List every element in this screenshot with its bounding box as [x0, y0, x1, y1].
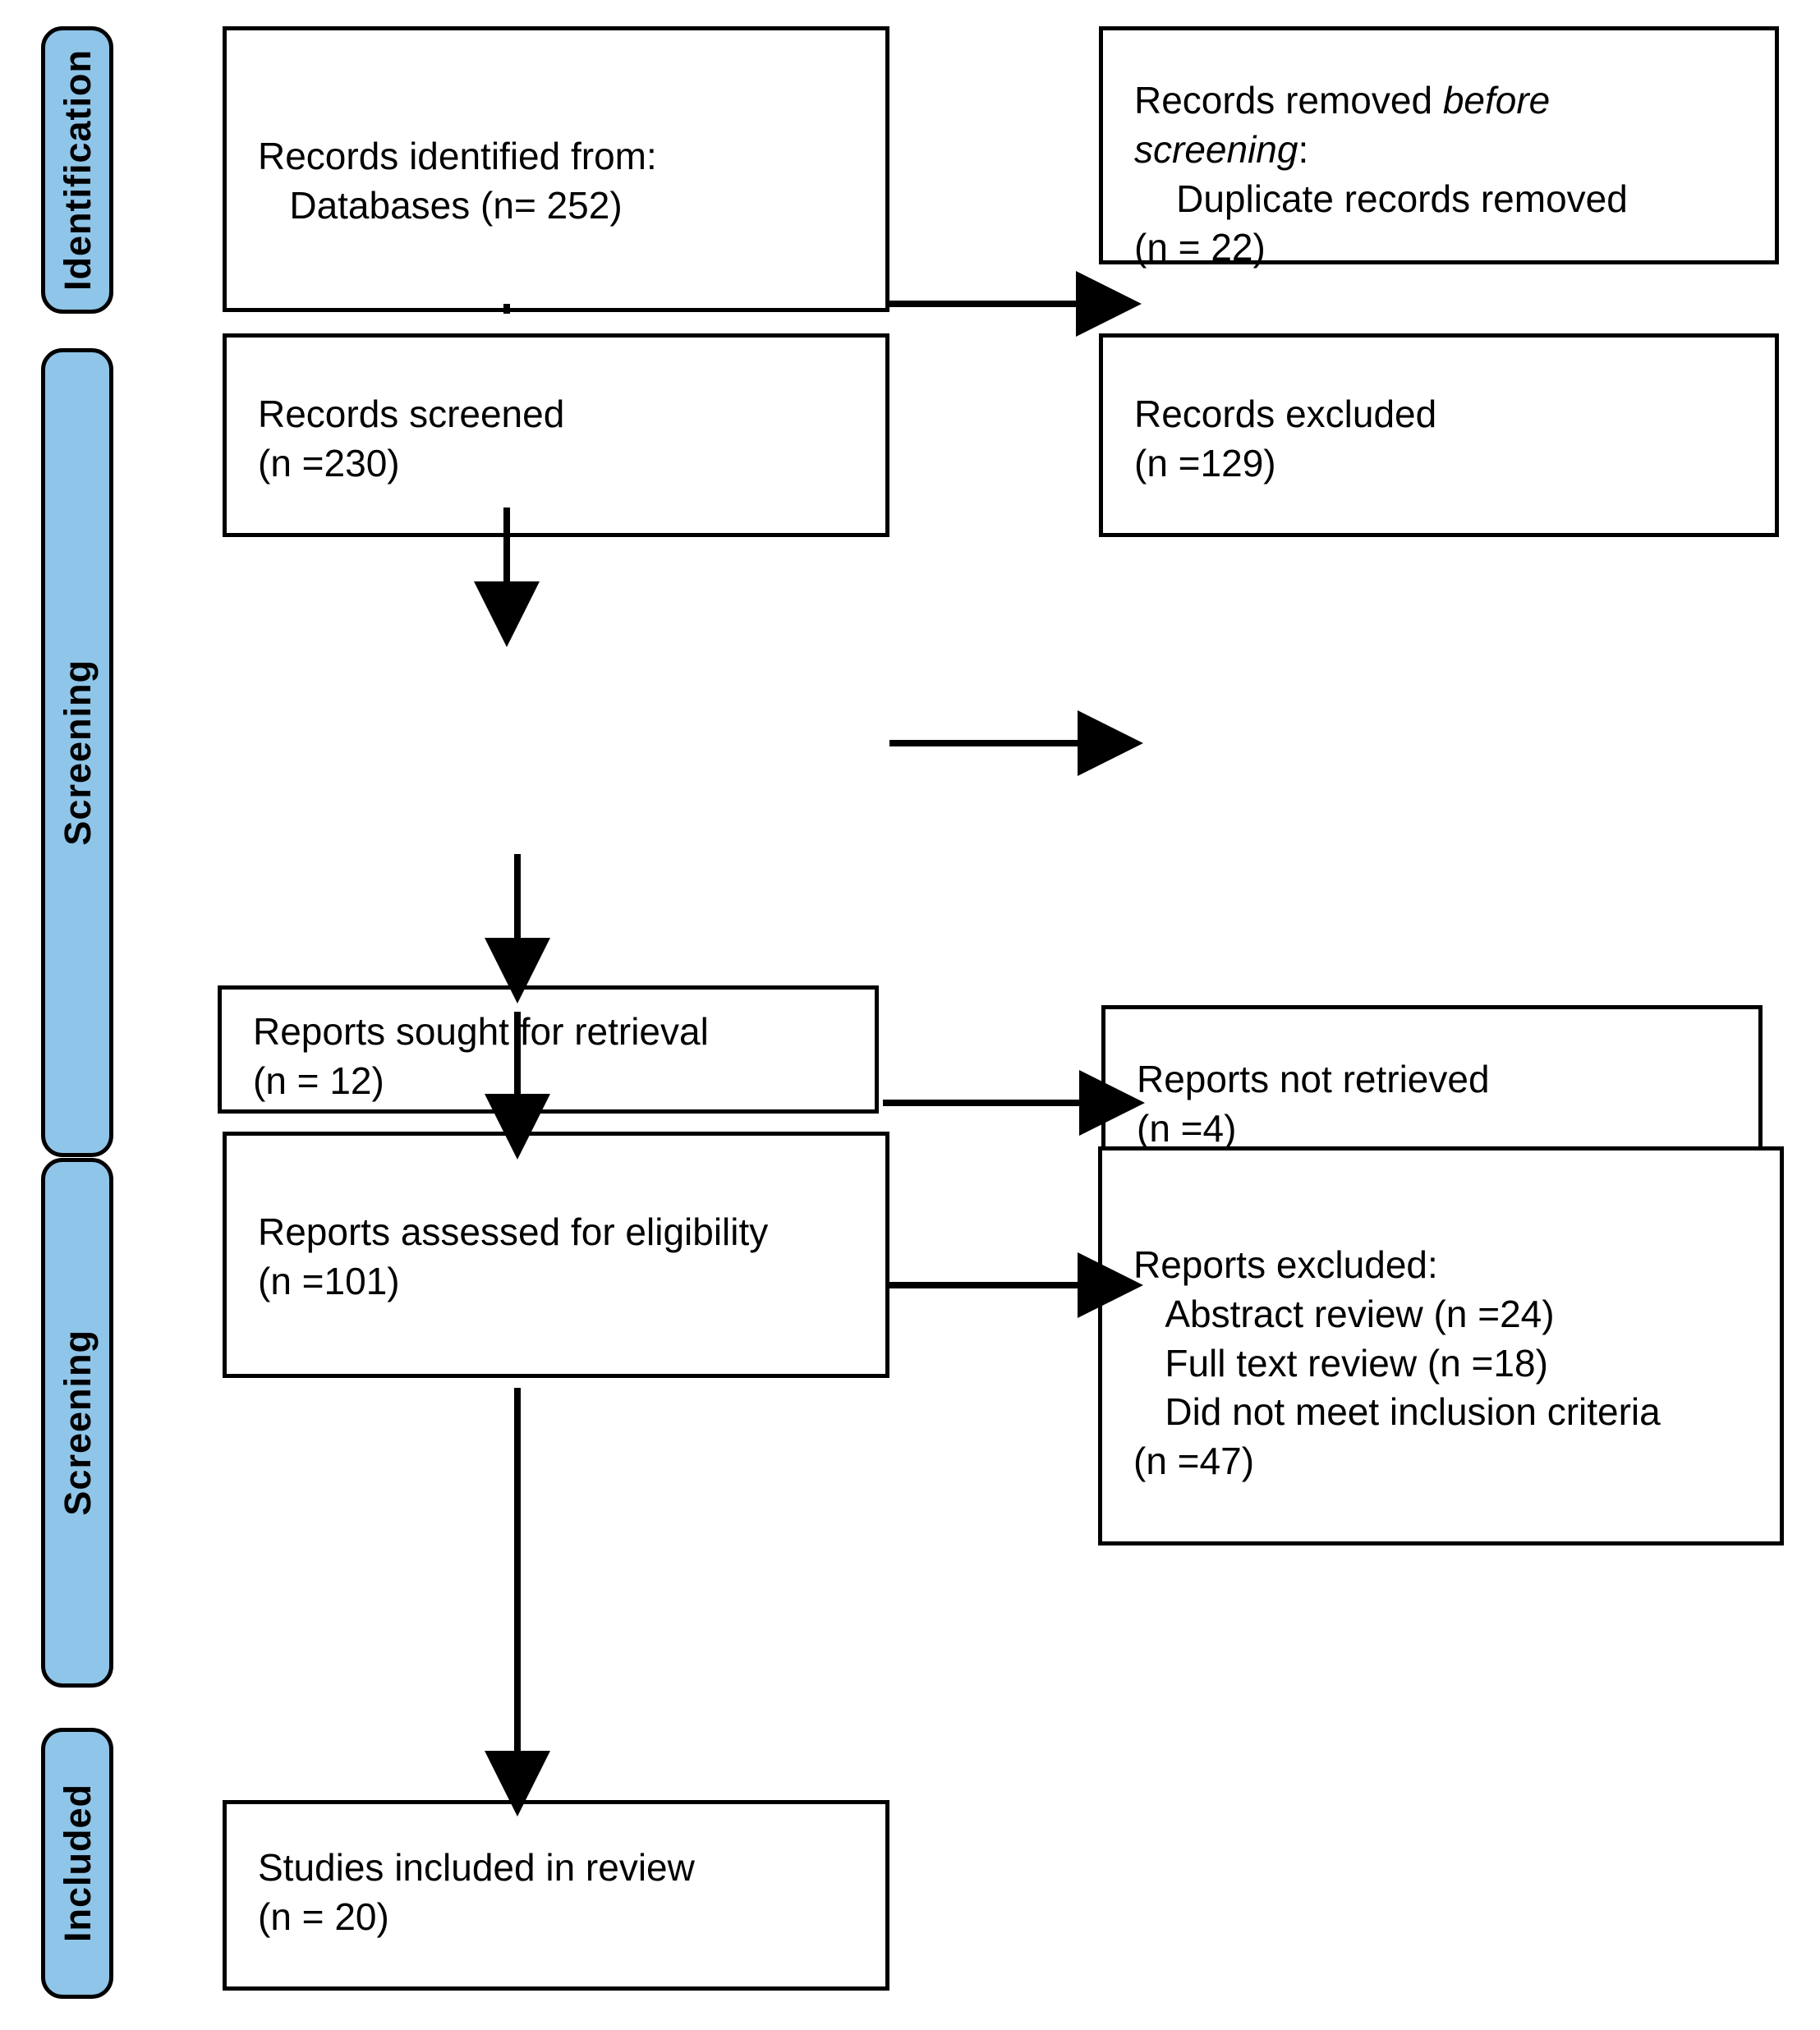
box-reports-sought: Reports sought for retrieval (n = 12): [218, 985, 879, 1114]
box-reports-assessed: Reports assessed for eligibility (n =101): [223, 1132, 889, 1378]
records-removed-colon: :: [1298, 127, 1309, 171]
phase-label-included: Included: [56, 1784, 99, 1943]
records-identified-line1: Records identified from:: [258, 135, 657, 177]
box-records-excluded-text: Records excluded (n =129): [1134, 390, 1760, 489]
phase-label-identification: Identification: [56, 49, 99, 291]
box-studies-included: Studies included in review (n = 20): [223, 1800, 889, 1991]
phase-bar-screening-1: Screening: [41, 348, 113, 1157]
records-excluded-line1: Records excluded: [1134, 393, 1437, 435]
reports-assessed-line2: (n =101): [258, 1259, 400, 1302]
reports-sought-line2: (n = 12): [253, 1059, 384, 1102]
reports-excluded-line2: Abstract review (n =24): [1133, 1292, 1555, 1335]
box-reports-excluded-text: Reports excluded: Abstract review (n =24…: [1133, 1241, 1765, 1486]
reports-excluded-line4: Did not meet inclusion criteria: [1133, 1390, 1661, 1434]
records-screened-line1: Records screened: [258, 393, 565, 435]
box-records-screened-text: Records screened (n =230): [258, 390, 871, 489]
box-reports-not-retrieved-text: Reports not retrieved (n =4): [1137, 1055, 1744, 1154]
records-removed-emph-before: before: [1442, 79, 1551, 122]
box-studies-included-text: Studies included in review (n = 20): [258, 1844, 871, 1942]
records-removed-emph-screening: screening: [1134, 127, 1298, 171]
box-records-removed: Records removed before screening: Duplica…: [1099, 26, 1779, 269]
box-records-screened: Records screened (n =230): [223, 333, 889, 537]
box-records-removed-text: Records removed before screening: Duplica…: [1134, 76, 1760, 273]
reports-assessed-line1: Reports assessed for eligibility: [258, 1210, 769, 1253]
phase-bar-screening-2: Screening: [41, 1158, 113, 1688]
reports-excluded-line3: Full text review (n =18): [1133, 1341, 1548, 1385]
box-reports-assessed-text: Reports assessed for eligibility (n =101): [258, 1208, 871, 1307]
studies-included-line1: Studies included in review: [258, 1846, 695, 1889]
records-excluded-line2: (n =129): [1134, 441, 1276, 485]
records-identified-line2: Databases (n= 252): [258, 183, 623, 227]
box-records-excluded: Records excluded (n =129): [1099, 333, 1779, 537]
box-records-identified-text: Records identified from: Databases (n= 2…: [258, 132, 871, 231]
records-removed-line3: Duplicate records removed: [1134, 177, 1628, 220]
records-removed-line4: (n = 22): [1134, 226, 1266, 269]
studies-included-line2: (n = 20): [258, 1895, 389, 1938]
box-records-identified: Records identified from: Databases (n= 2…: [223, 26, 889, 312]
phase-bar-included: Included: [41, 1728, 113, 1999]
reports-sought-line1: Reports sought for retrieval: [253, 1010, 709, 1053]
records-screened-line2: (n =230): [258, 441, 400, 485]
reports-excluded-line5: (n =47): [1133, 1440, 1255, 1483]
reports-excluded-line1: Reports excluded:: [1133, 1243, 1438, 1286]
phase-bar-identification: Identification: [41, 26, 113, 314]
reports-not-retrieved-line1: Reports not retrieved: [1137, 1058, 1490, 1100]
phase-label-screening-2: Screening: [56, 1330, 99, 1516]
reports-not-retrieved-line2: (n =4): [1137, 1106, 1237, 1150]
box-reports-sought-text: Reports sought for retrieval (n = 12): [253, 1008, 860, 1106]
records-removed-line1: Records removed: [1134, 79, 1443, 122]
box-reports-excluded: Reports excluded: Abstract review (n =24…: [1098, 1146, 1784, 1545]
phase-label-screening-1: Screening: [56, 659, 99, 846]
